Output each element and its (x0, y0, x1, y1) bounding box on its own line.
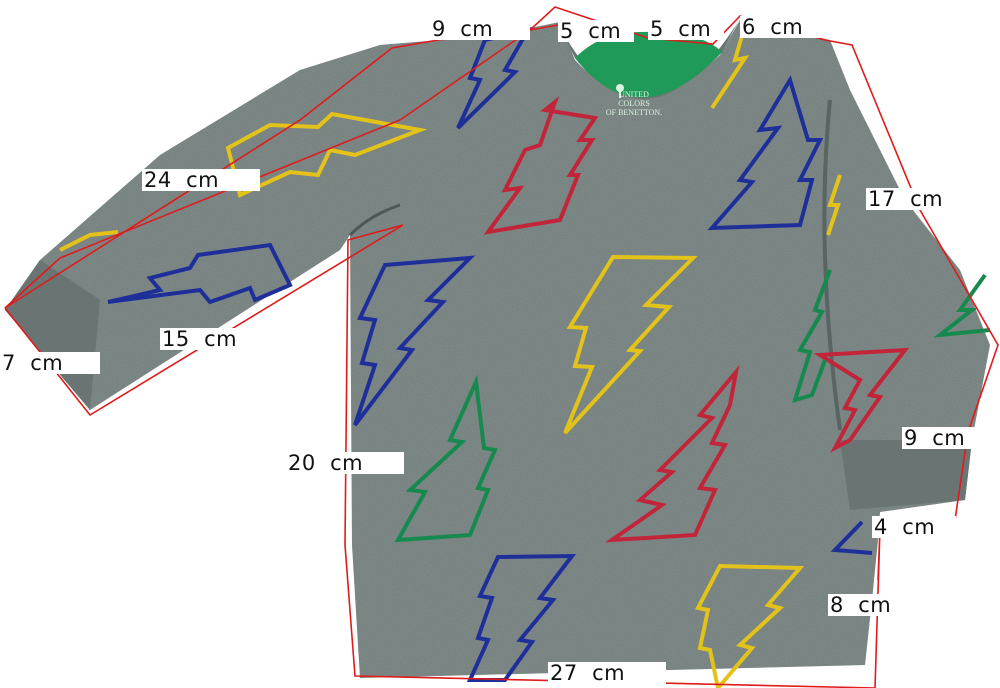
lightning-bolt-blue-icon (707, 75, 824, 231)
lightning-bolt-green-icon (933, 273, 991, 338)
measurement-neck-left: 5 cm (558, 20, 634, 42)
lightning-bolt-green-icon (791, 269, 832, 403)
measurement-sleeve-right-top: 17 cm (866, 188, 956, 210)
lightning-bolt-blue-icon (107, 242, 293, 305)
neck-tag-brand: UNITED COLORS OF BENETTON. (604, 90, 664, 117)
lightning-bolt-yellow-icon (694, 563, 805, 688)
measurement-sleeve-left-inner: 15 cm (160, 328, 276, 350)
measurement-shoulder-right: 6 cm (740, 16, 820, 38)
neck-tag-line-2: OF BENETTON. (605, 108, 663, 117)
lightning-bolt-red-icon (605, 364, 740, 543)
lightning-bolt-yellow-icon (563, 254, 698, 435)
sweater-body (5, 20, 990, 678)
lightning-bolt-yellow-icon (225, 111, 428, 198)
measurement-side-left: 20 cm (286, 452, 404, 474)
measurement-hem: 27 cm (548, 662, 666, 684)
benetton-logo-icon (616, 84, 624, 98)
lightning-bolt-blue-icon (353, 255, 476, 427)
measurement-sleeve-left-top: 24 cm (142, 169, 260, 191)
lightning-bolt-green-icon (394, 374, 498, 543)
lightning-print (59, 24, 991, 688)
lightning-bolt-yellow-icon (59, 230, 119, 252)
measurement-shoulder-left: 9 cm (430, 18, 530, 40)
lightning-bolt-yellow-icon (826, 174, 842, 236)
lightning-bolt-red-icon (813, 347, 910, 453)
measurement-cuff-right: 4 cm (872, 516, 956, 538)
measurement-cuff-left: 7 cm (0, 352, 100, 374)
lightning-bolt-blue-icon (830, 520, 873, 555)
measurement-sleeve-right-lower: 9 cm (902, 427, 980, 449)
lightning-bolt-red-icon (483, 96, 599, 235)
neck-tag-line-1: UNITED COLORS (618, 90, 650, 108)
lightning-bolt-yellow-icon (710, 24, 750, 110)
measurement-neck-right: 5 cm (648, 18, 724, 40)
measurement-side-right: 8 cm (828, 594, 906, 616)
